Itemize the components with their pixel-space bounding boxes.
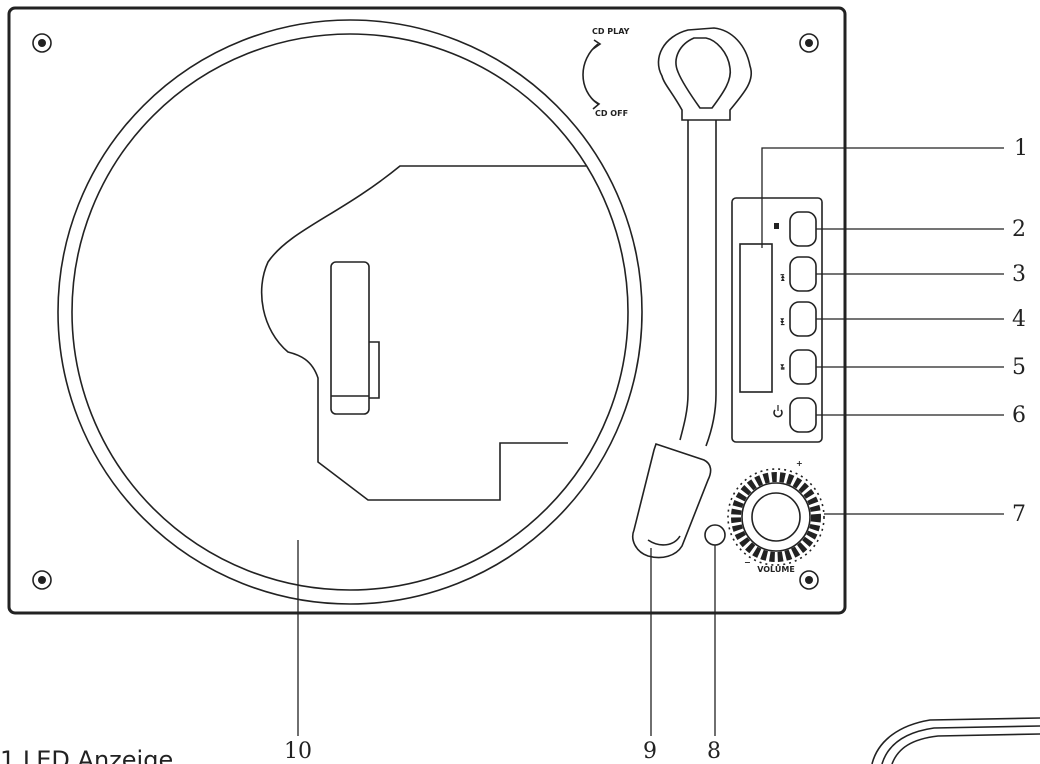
stop-button[interactable] bbox=[774, 211, 817, 247]
skip-back-button[interactable]: ⏮ bbox=[778, 256, 817, 292]
callout-2: 2 bbox=[1012, 217, 1026, 242]
callout-3: 3 bbox=[1012, 262, 1026, 287]
legend-caption: 1 LED Anzeige bbox=[0, 746, 173, 764]
platter bbox=[57, 19, 643, 605]
callout-10: 10 bbox=[284, 739, 312, 764]
callout-9: 9 bbox=[643, 739, 657, 764]
cd-off-label: CD OFF bbox=[595, 109, 628, 118]
led-display bbox=[739, 243, 773, 393]
turntable-chassis bbox=[7, 6, 847, 615]
volume-knob[interactable]: VOLUME + − bbox=[727, 459, 825, 574]
callout-numbers: 1 2 3 4 5 6 7 8 9 10 bbox=[284, 136, 1028, 764]
cropped-drawing-fragment bbox=[871, 717, 1040, 764]
cd-mode-switch: CD PLAY CD OFF bbox=[582, 27, 630, 118]
callout-4: 4 bbox=[1012, 307, 1026, 332]
volume-minus-mark: − bbox=[744, 558, 751, 567]
screw-icon bbox=[32, 33, 52, 53]
tonearm bbox=[632, 27, 752, 559]
play-pause-icon: ⏯ bbox=[778, 364, 787, 370]
cd-tray-outline bbox=[260, 165, 586, 501]
callout-1: 1 bbox=[1014, 136, 1028, 161]
callout-8: 8 bbox=[707, 739, 721, 764]
power-icon bbox=[773, 405, 783, 418]
cd-play-label: CD PLAY bbox=[592, 27, 630, 36]
stop-icon bbox=[774, 223, 779, 229]
power-button[interactable] bbox=[773, 397, 817, 433]
callout-7: 7 bbox=[1012, 502, 1026, 527]
callout-5: 5 bbox=[1012, 355, 1026, 380]
play-pause-button[interactable]: ⏯ bbox=[778, 349, 817, 385]
callout-6: 6 bbox=[1012, 403, 1026, 428]
rotate-arrow-icon bbox=[582, 43, 599, 105]
control-panel: ⏮ ⏭ ⏯ bbox=[731, 197, 823, 443]
tonearm-rest bbox=[704, 524, 726, 546]
skip-back-icon: ⏮ bbox=[778, 274, 787, 281]
spindle-latch bbox=[330, 261, 380, 415]
corner-screws bbox=[32, 33, 819, 590]
volume-plus-mark: + bbox=[796, 459, 803, 468]
tonearm-pivot bbox=[657, 27, 752, 121]
screw-icon bbox=[799, 570, 819, 590]
callout-lines bbox=[297, 147, 1004, 736]
screw-icon bbox=[799, 33, 819, 53]
volume-label: VOLUME bbox=[757, 565, 795, 574]
skip-forward-button[interactable]: ⏭ bbox=[778, 301, 817, 337]
screw-icon bbox=[32, 570, 52, 590]
tonearm-headshell bbox=[632, 442, 712, 559]
skip-forward-icon: ⏭ bbox=[778, 318, 787, 326]
